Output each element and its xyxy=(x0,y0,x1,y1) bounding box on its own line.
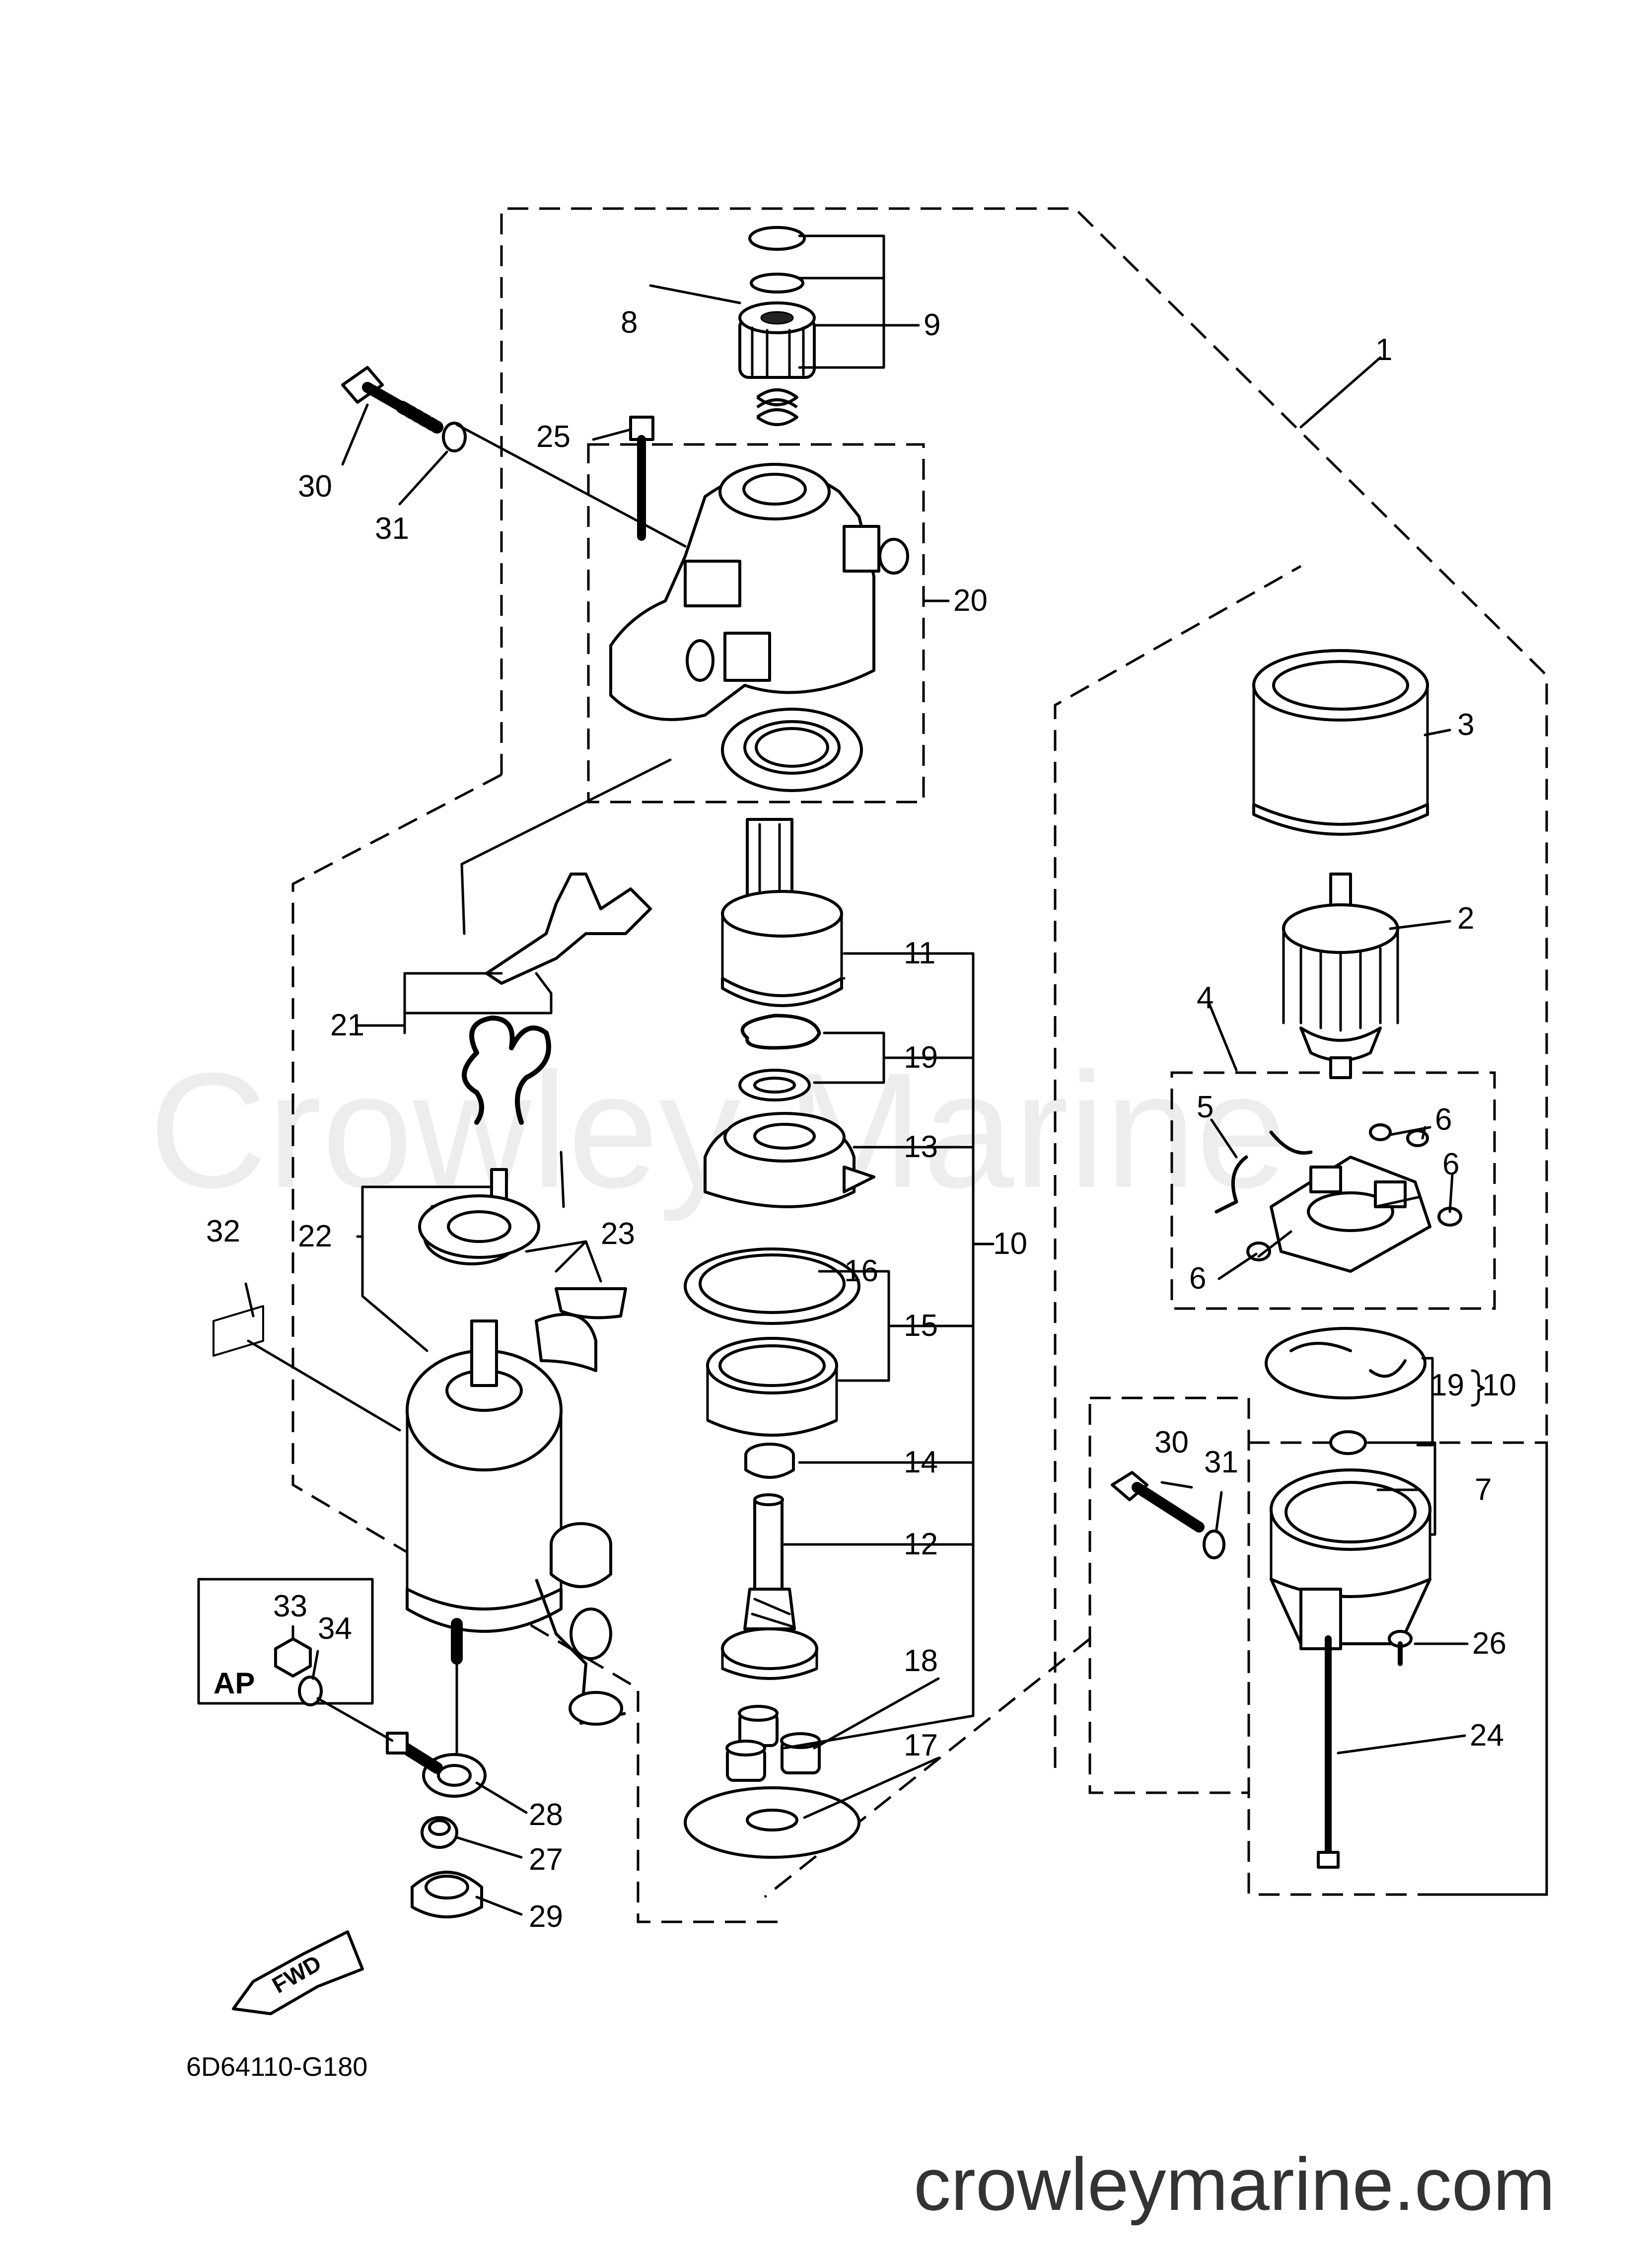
washer-31-lower xyxy=(1203,1530,1225,1559)
callout-11: 11 xyxy=(904,936,935,970)
callout-29: 29 xyxy=(529,1900,563,1934)
callout-14: 14 xyxy=(904,1445,938,1479)
callout-7: 7 xyxy=(1475,1472,1492,1507)
ap-box xyxy=(197,1578,374,1705)
washer-plate xyxy=(418,1194,540,1259)
planet-gears-18 xyxy=(725,1705,821,1782)
plate-19 xyxy=(1265,1327,1427,1399)
bolt-25 xyxy=(629,416,654,541)
callout-5: 5 xyxy=(1197,1090,1214,1124)
housing-13 xyxy=(704,1112,875,1208)
bracket-23 xyxy=(535,1287,627,1372)
callout-32: 32 xyxy=(206,1214,240,1248)
callout-34: 34 xyxy=(318,1611,352,1646)
callout-31a: 31 xyxy=(375,512,409,546)
armature-2 xyxy=(1282,873,1399,1079)
bushing-14 xyxy=(744,1443,795,1479)
bolt-28 xyxy=(386,1732,487,1798)
bearing-front xyxy=(721,708,863,792)
callout-20: 20 xyxy=(953,584,988,618)
nut-33 xyxy=(274,1637,312,1678)
ap-label: AP xyxy=(214,1667,255,1700)
planet-shaft-12 xyxy=(721,1493,818,1680)
cap xyxy=(550,1522,612,1588)
callout-19: 19 xyxy=(904,1040,938,1075)
callout-1: 1 xyxy=(1375,333,1392,367)
callout-3: 3 xyxy=(1457,708,1474,742)
callout-2: 2 xyxy=(1457,901,1474,936)
callout-21: 21 xyxy=(330,1008,364,1042)
callout-28: 28 xyxy=(529,1798,563,1832)
callout-12: 12 xyxy=(904,1527,938,1561)
bushing-7 xyxy=(1329,1430,1367,1455)
plate-17 xyxy=(684,1786,860,1859)
callout-4: 4 xyxy=(1197,981,1214,1015)
callout-15: 15 xyxy=(904,1309,938,1343)
callout-31b: 31 xyxy=(1204,1445,1238,1479)
washer-31-upper xyxy=(442,422,467,452)
screw-26 xyxy=(1388,1630,1413,1666)
callout-24: 24 xyxy=(1470,1718,1504,1753)
callout-25: 25 xyxy=(536,420,571,454)
bracket-symbol xyxy=(1471,1369,1485,1407)
diagram-code: 6D64110-G180 xyxy=(186,2052,367,2082)
callout-6b: 6 xyxy=(1442,1147,1459,1181)
callout-23: 23 xyxy=(601,1217,635,1251)
washer-34 xyxy=(298,1676,323,1706)
brush-holder-4 xyxy=(1214,1123,1462,1273)
bolt-30-lower xyxy=(1111,1471,1205,1533)
clip-19 xyxy=(738,1014,821,1101)
fwd-arrow xyxy=(232,1930,364,2015)
callout-6c: 6 xyxy=(1189,1261,1206,1296)
callout-33: 33 xyxy=(273,1589,307,1623)
through-bolt-24 xyxy=(1317,1635,1340,1869)
callout-8: 8 xyxy=(621,305,638,340)
lever-21 xyxy=(462,873,652,1125)
website-text: crowleymarine.com xyxy=(914,2142,1555,2226)
callout-9: 9 xyxy=(924,308,940,342)
yoke-3 xyxy=(1252,649,1429,836)
leader-lines xyxy=(244,234,1469,1916)
callout-13: 13 xyxy=(904,1130,938,1164)
callout-22: 22 xyxy=(298,1219,332,1253)
label-32 xyxy=(213,1305,264,1357)
callout-19b: 19 xyxy=(1430,1368,1464,1402)
pinion-shaft-11 xyxy=(721,818,843,1007)
callout-26: 26 xyxy=(1472,1626,1506,1661)
bolt-30-upper xyxy=(341,366,443,434)
callout-30b: 30 xyxy=(1154,1425,1189,1460)
callout-27: 27 xyxy=(529,1842,563,1877)
callout-6a: 6 xyxy=(1435,1102,1452,1137)
rear-housing-7 xyxy=(1270,1468,1431,1650)
callout-numbers: 1 2 3 4 5 6 6 6 7 8 9 10 11 12 13 14 15 … xyxy=(206,305,1516,1934)
nut-27 xyxy=(421,1816,458,1849)
front-housing-20 xyxy=(609,463,909,721)
callout-16: 16 xyxy=(844,1254,878,1288)
callout-18: 18 xyxy=(904,1644,938,1678)
callout-10: 10 xyxy=(993,1227,1027,1261)
callout-30a: 30 xyxy=(298,469,332,504)
pinion-gear-8 xyxy=(738,226,816,426)
callout-10b: 10 xyxy=(1482,1368,1516,1402)
cover-29 xyxy=(411,1871,483,1918)
callout-17: 17 xyxy=(904,1728,938,1762)
ring-16 xyxy=(684,1247,860,1325)
starter-motor-22 xyxy=(406,1168,626,1726)
internal-gear-15 xyxy=(706,1337,838,1437)
